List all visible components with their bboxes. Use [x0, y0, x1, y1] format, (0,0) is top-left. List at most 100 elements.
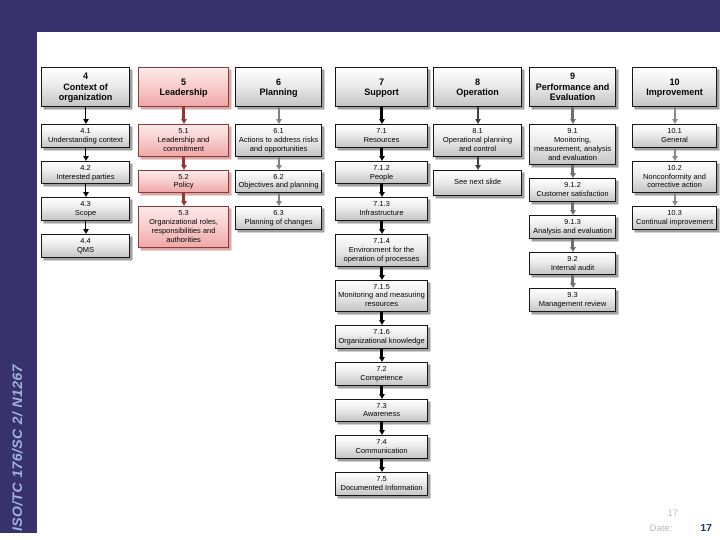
clause-label: Leadership and commitment	[157, 134, 210, 153]
arrow-head-icon	[474, 119, 481, 124]
arrow-line	[380, 312, 383, 321]
clause-number: 5.2	[178, 171, 189, 181]
arrow-line	[277, 156, 280, 165]
clause-number: 7.1.6	[373, 327, 390, 337]
clause-label: Environment for the operation of process…	[343, 244, 420, 263]
arrow-head-icon	[378, 393, 385, 399]
arrow-head-icon	[82, 192, 89, 198]
arrow-line	[476, 156, 479, 165]
down-arrow	[632, 147, 717, 161]
arrow-head-icon	[180, 164, 187, 170]
clause-header-number: 4	[82, 71, 88, 82]
arrow-line	[380, 266, 383, 275]
down-arrow	[632, 107, 717, 124]
arrow-line	[673, 193, 676, 202]
arrow-head-icon	[378, 274, 385, 280]
clause-label: Organizational knowledge	[338, 335, 425, 345]
clause-label: Internal audit	[550, 262, 595, 272]
arrow-line	[182, 107, 185, 119]
down-arrow	[433, 156, 522, 170]
arrow-line	[380, 458, 383, 467]
arrow-head-icon	[275, 164, 282, 170]
clause-number: 4.4	[80, 236, 91, 246]
clause-number: 7.1.2	[373, 162, 390, 172]
clause-label: People	[369, 171, 394, 181]
arrow-head-icon	[474, 164, 481, 170]
clause-number: 6.1	[273, 126, 284, 135]
down-arrow	[632, 193, 717, 207]
arrow-head-icon	[275, 119, 282, 124]
arrow-head-icon	[275, 201, 282, 207]
clause-header-title: Planning	[259, 87, 298, 97]
clause-number: 10.1	[667, 126, 682, 135]
clause-header-title: Operation	[456, 87, 499, 97]
clause-label: Infrastructure	[359, 208, 404, 218]
down-arrow	[138, 156, 229, 170]
clause-label: Organizational roles, responsibilities a…	[149, 217, 218, 244]
clause-label: Resources	[363, 134, 400, 144]
clause-number: 4.1	[80, 126, 91, 135]
arrow-line	[571, 238, 574, 247]
arrow-line	[277, 193, 280, 202]
arrow-line	[380, 107, 383, 119]
arrow-line	[277, 107, 280, 119]
clause-number: 9.1.2	[564, 180, 581, 190]
arrow-line	[84, 147, 87, 156]
clause-number: 9.1	[567, 126, 578, 135]
arrow-head-icon	[82, 119, 89, 124]
date-label: Date:	[649, 523, 673, 535]
arrow-line	[84, 184, 87, 193]
arrow-head-icon	[378, 430, 385, 436]
slide-footer: 17 Date:17	[650, 508, 712, 536]
down-arrow	[529, 165, 616, 179]
down-arrow	[335, 312, 428, 326]
arrow-head-icon	[82, 229, 89, 235]
down-arrow	[335, 147, 428, 161]
clause-header-number: 10	[669, 76, 680, 87]
clause-header-number: 5	[180, 76, 186, 87]
arrow-line	[380, 422, 383, 431]
clause-header-title: Improvement	[646, 87, 703, 97]
arrow-head-icon	[378, 356, 385, 362]
clause-number: 7.2	[376, 363, 387, 373]
clause-header-title: Context of organization	[58, 81, 113, 103]
arrow-line	[84, 107, 87, 119]
arrow-head-icon	[569, 119, 576, 124]
down-arrow	[138, 193, 229, 207]
down-arrow	[335, 184, 428, 198]
clause-number: 10.3	[667, 208, 682, 218]
arrow-line	[182, 193, 185, 202]
clause-number: 7.1.4	[373, 236, 390, 246]
clause-label: Actions to address risks and opportuniti…	[238, 134, 319, 153]
arrow-line	[84, 221, 87, 230]
clause-number: 7.3	[376, 400, 387, 410]
clause-number: 10.2	[667, 162, 682, 172]
page-number-light: 17	[667, 508, 678, 520]
clause-header-number: 9	[569, 71, 575, 82]
clause-number: 6.3	[273, 208, 284, 218]
